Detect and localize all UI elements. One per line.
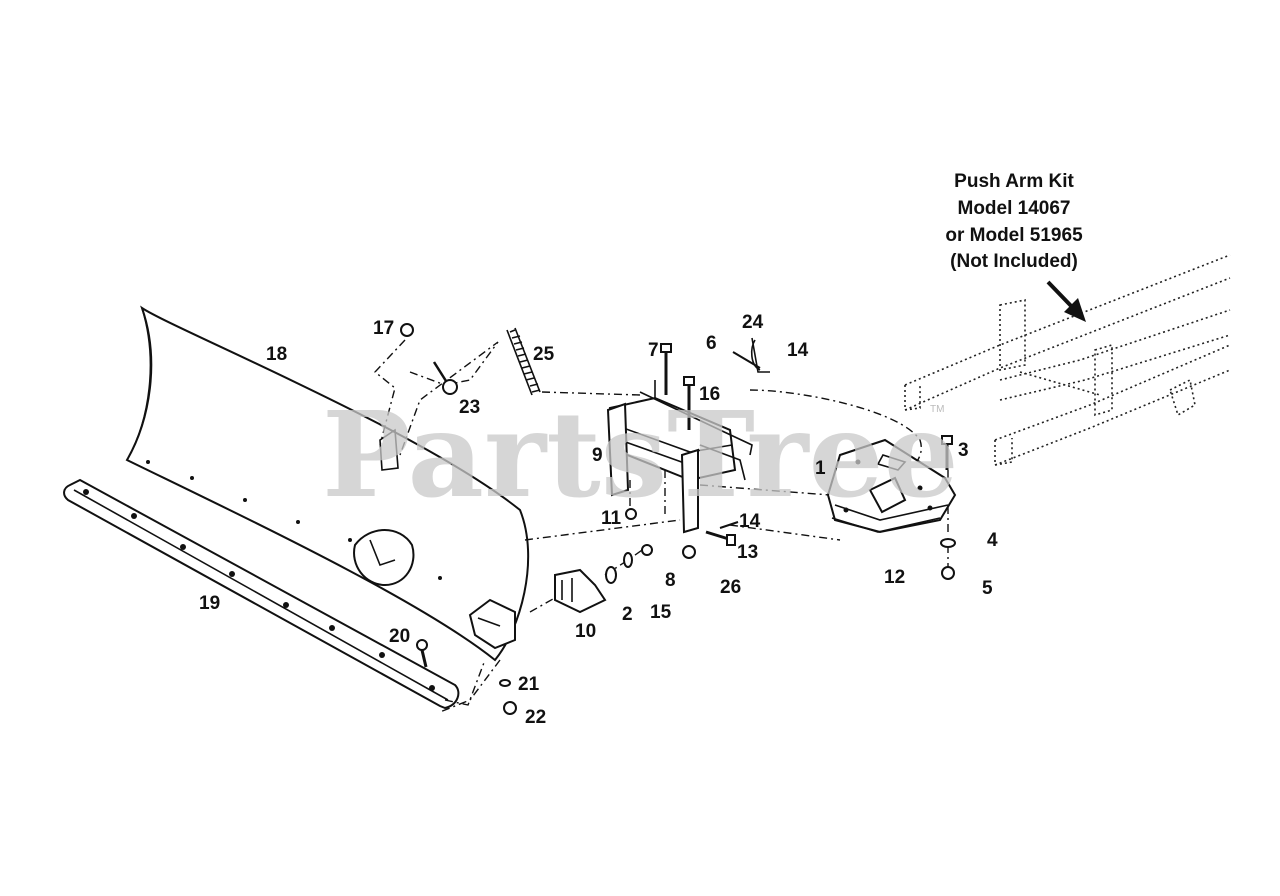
part-label-8: 8 xyxy=(665,570,676,591)
pivot-plate xyxy=(826,438,957,534)
part-label-21: 21 xyxy=(518,674,540,695)
dozer-blade xyxy=(125,305,530,662)
angle-bracket xyxy=(554,568,607,614)
part-label-19: 19 xyxy=(199,593,220,614)
part-label-20: 20 xyxy=(389,626,410,647)
part-label-12: 12 xyxy=(884,567,905,588)
part-label-26: 26 xyxy=(720,577,741,598)
watermark: PartsTree TM xyxy=(322,385,959,524)
hardware xyxy=(400,323,956,715)
part-label-14b: 14 xyxy=(787,340,809,361)
callout: Push Arm Kit Model 14067 or Model 51965 … xyxy=(945,171,1083,272)
part-label-15: 15 xyxy=(650,602,672,623)
part-label-17: 17 xyxy=(373,318,394,339)
part-label-2: 2 xyxy=(622,604,633,625)
part-label-7: 7 xyxy=(648,340,659,361)
part-label-9: 9 xyxy=(592,445,603,466)
part-label-10: 10 xyxy=(575,621,596,642)
part-label-16: 16 xyxy=(699,384,720,405)
part-labels: 1 2 3 4 5 6 7 8 9 10 11 12 13 14 14 15 1… xyxy=(199,312,998,728)
part-label-11: 11 xyxy=(601,508,622,529)
callout-line-3: or Model 51965 xyxy=(945,225,1083,246)
part-label-14a: 14 xyxy=(739,511,761,532)
part-label-23: 23 xyxy=(459,397,480,418)
part-label-24: 24 xyxy=(742,312,764,333)
callout-line-1: Push Arm Kit xyxy=(954,171,1074,192)
part-label-3: 3 xyxy=(958,440,969,461)
callout-arrow xyxy=(1046,280,1086,322)
part-label-5: 5 xyxy=(982,578,993,599)
wear-bar xyxy=(63,478,460,710)
part-label-4: 4 xyxy=(987,530,998,551)
callout-line-2: Model 14067 xyxy=(958,198,1071,219)
part-label-18: 18 xyxy=(266,344,287,365)
part-label-1: 1 xyxy=(815,458,826,479)
part-label-13: 13 xyxy=(737,542,758,563)
mounting-bracket xyxy=(606,380,753,534)
watermark-text: PartsTree xyxy=(322,385,959,524)
part-label-25: 25 xyxy=(533,344,555,365)
watermark-tm: TM xyxy=(930,404,944,415)
push-arm-frame xyxy=(904,254,1231,466)
callout-line-4: (Not Included) xyxy=(950,251,1078,272)
part-label-22: 22 xyxy=(525,707,546,728)
assembly-lines xyxy=(373,339,949,713)
part-label-6: 6 xyxy=(706,333,717,354)
